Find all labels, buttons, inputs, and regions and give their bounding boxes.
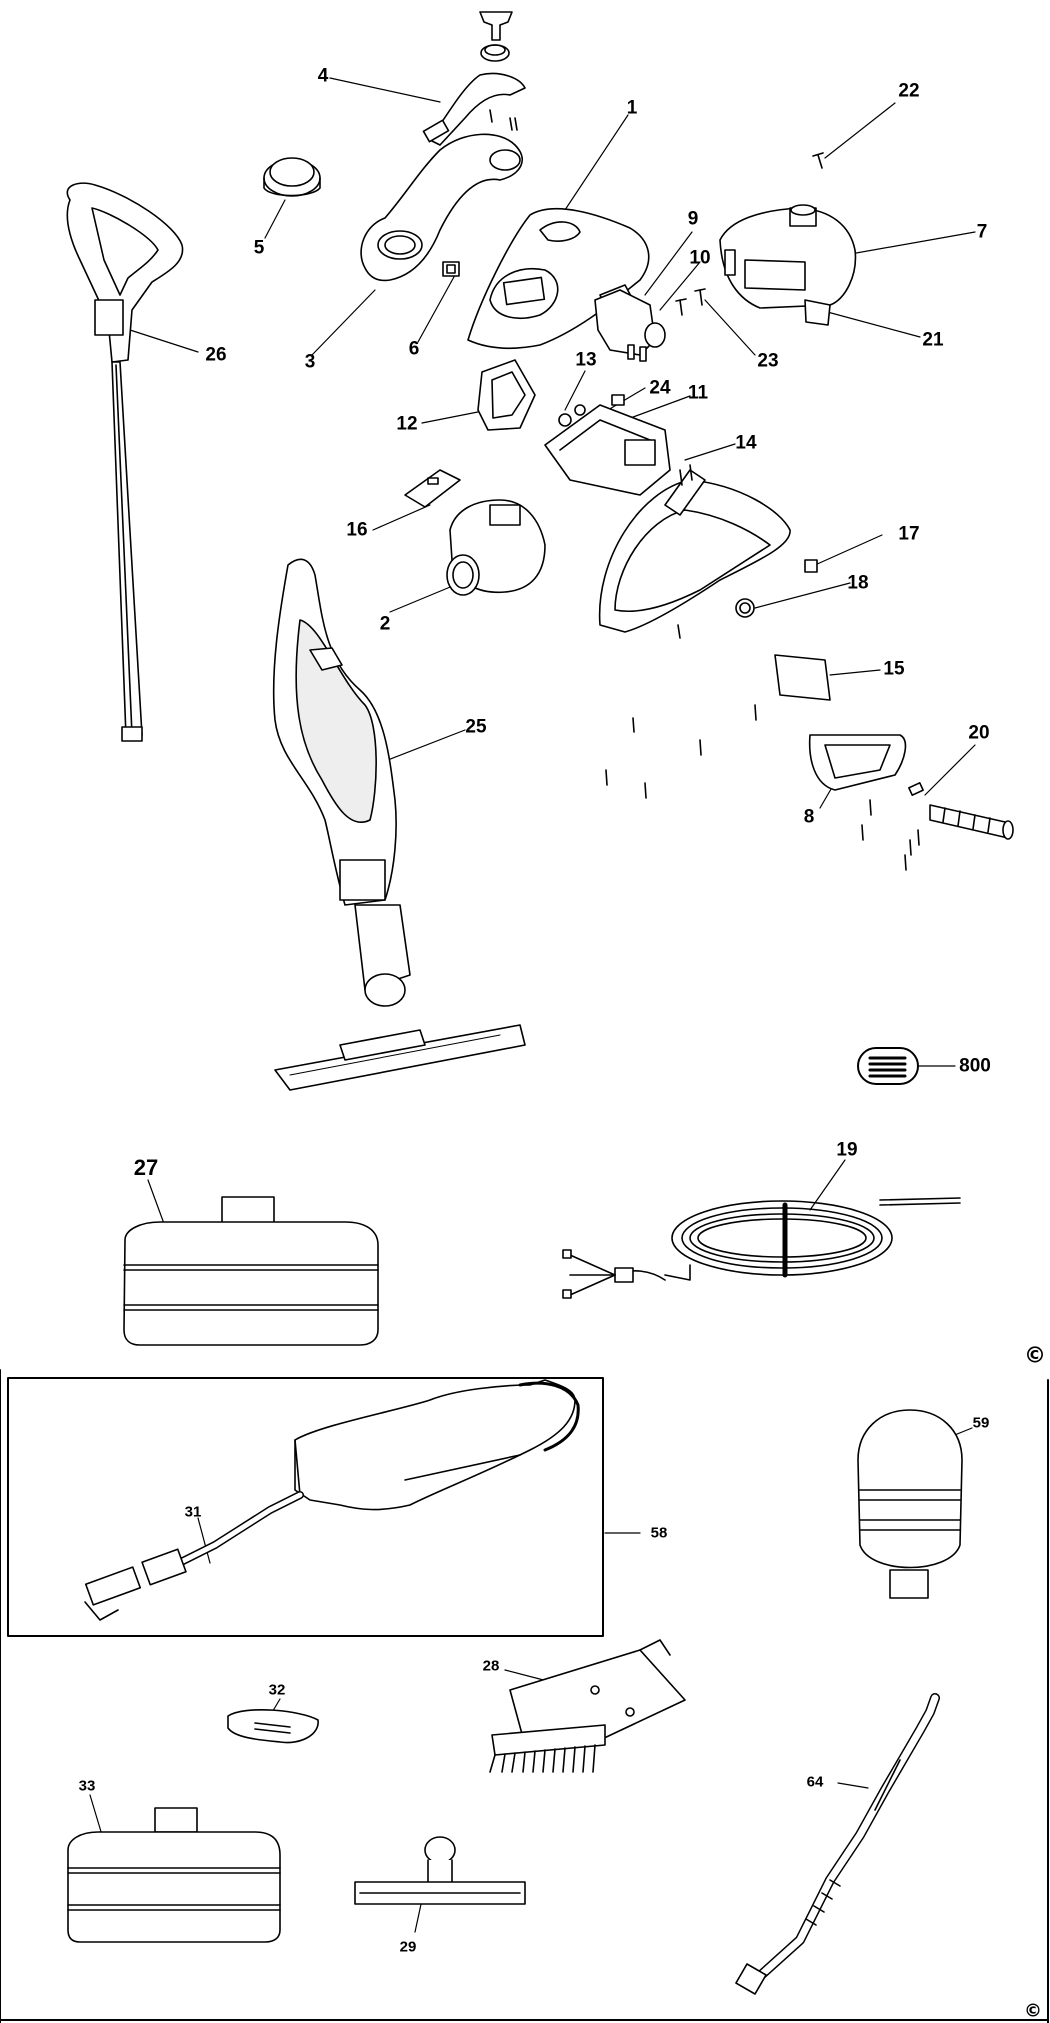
- part-19-cable: [562, 1197, 961, 1299]
- callout-6: 6: [408, 338, 420, 360]
- part-6-clip: [442, 261, 460, 277]
- callout-2: 2: [379, 613, 391, 635]
- part-29-squeegee: [354, 1836, 526, 1905]
- part-1-top-housing: [467, 207, 650, 350]
- callout-1: 1: [626, 97, 638, 119]
- part-9-10-pump: [594, 289, 666, 362]
- accessory-frame: [0, 1369, 1049, 2023]
- part-4-handle-cover: [422, 11, 526, 146]
- callout-5: 5: [253, 237, 265, 259]
- part-12-bracket: [477, 359, 536, 431]
- callout-17: 17: [898, 523, 920, 545]
- part-15-8-20: [774, 654, 1014, 840]
- callout-31: 31: [184, 1503, 202, 1521]
- callout-3: 3: [304, 351, 316, 373]
- callout-64: 64: [806, 1773, 824, 1791]
- callout-4: 4: [317, 65, 329, 87]
- part-26-handle: [66, 182, 184, 742]
- leader-lines: [89, 77, 976, 1933]
- callout-800: 800: [959, 1055, 991, 1077]
- callout-26: 26: [205, 344, 227, 366]
- part-31-hose-connector: [84, 1491, 304, 1621]
- callout-8: 8: [803, 806, 815, 828]
- part-14-base-housing: [598, 464, 791, 639]
- copyright-mark-lower: ©: [1024, 2000, 1042, 2022]
- copyright-mark-upper: ©: [1024, 1343, 1046, 1369]
- callout-12: 12: [396, 413, 418, 435]
- callout-32: 32: [268, 1681, 286, 1699]
- callout-24: 24: [649, 377, 671, 399]
- screws-middle: [605, 704, 920, 871]
- callout-59: 59: [972, 1414, 990, 1432]
- callout-20: 20: [968, 722, 990, 744]
- callout-23: 23: [757, 350, 779, 372]
- callout-22: 22: [898, 80, 920, 102]
- callout-15: 15: [883, 658, 905, 680]
- part-32-scraper: [227, 1708, 319, 1744]
- part-58-handheld: [294, 1379, 580, 1511]
- callout-16: 16: [346, 519, 368, 541]
- part-5-cap: [263, 157, 321, 197]
- callout-10: 10: [689, 247, 711, 269]
- part-33-cloth: [67, 1807, 281, 1943]
- callout-25: 25: [465, 716, 487, 738]
- part-17-18-switches: [735, 559, 818, 618]
- callout-18: 18: [847, 572, 869, 594]
- part-11-valve-assembly: [544, 394, 671, 496]
- part-2-lower-housing: [446, 499, 546, 596]
- callout-13: 13: [575, 349, 597, 371]
- part-27-cloth: [123, 1196, 379, 1346]
- part-25-body: [272, 558, 526, 1091]
- callout-19: 19: [836, 1139, 858, 1161]
- callout-11: 11: [687, 382, 709, 404]
- callout-28: 28: [482, 1657, 500, 1675]
- part-16-pcb: [404, 469, 461, 508]
- callout-21: 21: [922, 329, 944, 351]
- screws-upper: [489, 109, 824, 316]
- part-3-handle-housing: [360, 133, 523, 282]
- part-28-brush: [489, 1639, 686, 1773]
- callout-27: 27: [133, 1155, 159, 1180]
- callout-29: 29: [399, 1938, 417, 1956]
- part-7-tank: [719, 204, 857, 326]
- part-800-manual-icon: [857, 1047, 919, 1085]
- callout-33: 33: [78, 1777, 96, 1795]
- callout-9: 9: [687, 208, 699, 230]
- callout-14: 14: [735, 432, 757, 454]
- callout-7: 7: [976, 221, 988, 243]
- part-59-mitt: [857, 1409, 963, 1599]
- callout-58: 58: [650, 1524, 668, 1542]
- part-64-extension: [735, 1693, 940, 1995]
